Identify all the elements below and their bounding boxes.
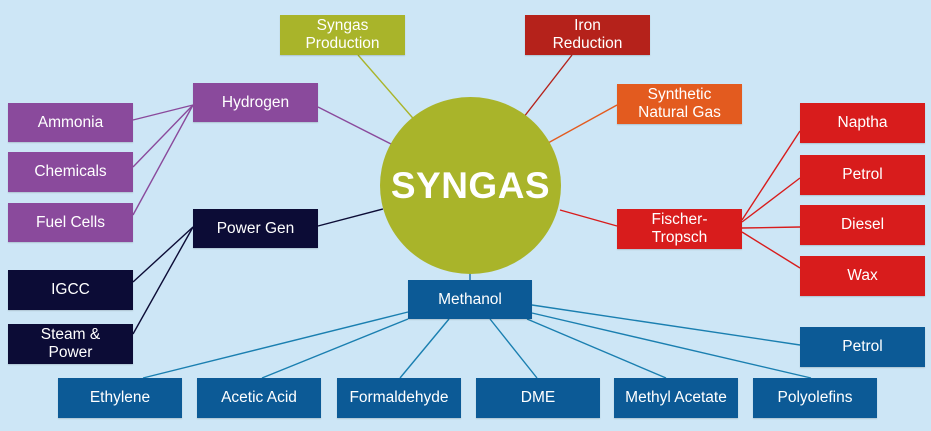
polyolefins-node: Polyolefins (753, 378, 877, 418)
link-hydrogen (317, 106, 394, 146)
link-synthetic-natural-gas (547, 104, 618, 144)
acetic-acid-node: Acetic Acid (197, 378, 321, 418)
formaldehyde-node: Formaldehyde (337, 378, 461, 418)
link-naptha (741, 130, 801, 221)
hydrogen-node: Hydrogen (193, 83, 318, 122)
link-diesel (741, 226, 801, 229)
link-methyl-acetate (526, 318, 667, 379)
link-iron-reduction (519, 54, 573, 123)
link-fuel-cells (132, 104, 194, 216)
methyl-acetate-node: Methyl Acetate (614, 378, 738, 418)
syngas-hub: SYNGAS (380, 97, 561, 274)
link-petrol-methanol (531, 304, 801, 346)
link-acetic-acid (261, 318, 409, 379)
naptha-node: Naptha (800, 103, 925, 143)
link-petrol-ft (741, 177, 801, 223)
petrol-methanol-node: Petrol (800, 327, 925, 367)
diesel-node: Diesel (800, 205, 925, 245)
iron-reduction-node: Iron Reduction (525, 15, 650, 55)
link-steam-power (132, 226, 194, 335)
chemicals-node: Chemicals (8, 152, 133, 192)
igcc-node: IGCC (8, 270, 133, 310)
link-igcc (132, 226, 194, 283)
power-gen-node: Power Gen (193, 209, 318, 248)
ethylene-node: Ethylene (58, 378, 182, 418)
fuel-cells-node: Fuel Cells (8, 203, 133, 242)
petrol-ft-node: Petrol (800, 155, 925, 195)
link-formaldehyde (399, 318, 450, 379)
fischer-tropsch-node: Fischer- Tropsch (617, 209, 742, 249)
synthetic-natural-gas-node: Synthetic Natural Gas (617, 84, 742, 124)
link-syngas-production (357, 54, 419, 125)
dme-node: DME (476, 378, 600, 418)
link-ammonia (132, 104, 194, 121)
link-dme (489, 318, 538, 379)
link-fischer-tropsch (559, 209, 618, 227)
link-power-gen (317, 208, 384, 227)
link-wax (741, 231, 801, 269)
wax-node: Wax (800, 256, 925, 296)
methanol-node: Methanol (408, 280, 532, 319)
link-ethylene (142, 311, 409, 379)
steam-and-power-node: Steam & Power (8, 324, 133, 364)
link-chemicals (132, 104, 194, 168)
syngas-production-node: Syngas Production (280, 15, 405, 55)
link-polyolefins (531, 312, 812, 379)
ammonia-node: Ammonia (8, 103, 133, 142)
